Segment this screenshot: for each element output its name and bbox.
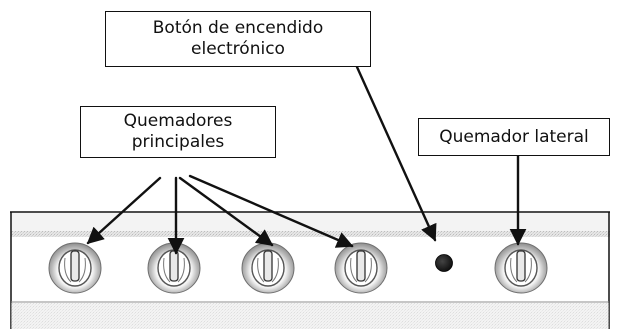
callout-ignition-button: Botón de encendido electrónico <box>105 11 371 67</box>
side-burner-knob <box>494 242 548 294</box>
callout-ignition-line-2: electrónico <box>191 39 285 59</box>
callout-ignition-line-1: Botón de encendido <box>152 18 324 38</box>
control-panel <box>10 211 610 329</box>
callout-main-burners-line-1: Quemadores <box>123 111 233 131</box>
callout-side-burner-line-1: Quemador lateral <box>439 126 589 147</box>
main-burner-knob <box>334 242 388 294</box>
panel-bottom-band <box>11 303 609 329</box>
main-burner-knob <box>48 242 102 294</box>
ignition-button <box>435 254 453 272</box>
arrow-main-burner-1 <box>86 176 162 245</box>
arrow-ignition-button <box>355 65 437 242</box>
main-burner-knob <box>147 242 201 294</box>
arrow-main-burner-3 <box>178 176 274 247</box>
arrow-main-burner-4 <box>188 174 354 248</box>
callout-side-burner: Quemador lateral <box>418 118 610 156</box>
callout-main-burners: Quemadores principales <box>80 106 276 158</box>
panel-top-band <box>11 213 610 231</box>
panel-stripe <box>11 231 610 237</box>
callout-main-burners-line-2: principales <box>131 132 225 152</box>
pointer-arrows <box>86 65 527 255</box>
main-burner-knob <box>241 242 295 294</box>
